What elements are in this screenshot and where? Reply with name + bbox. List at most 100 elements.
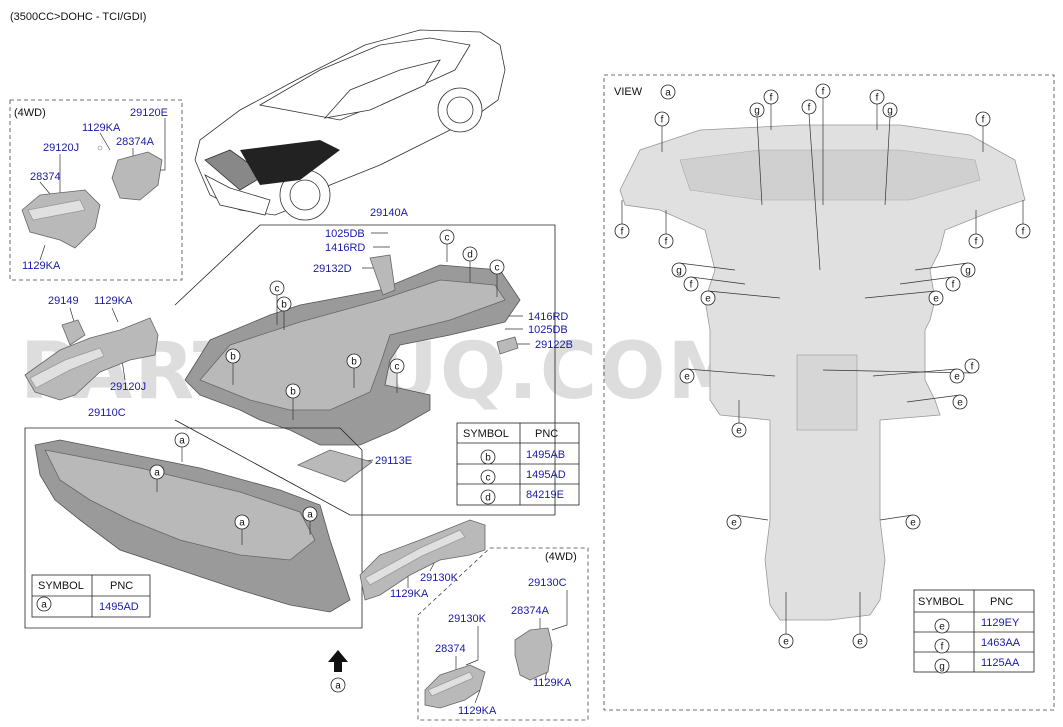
view-table-header-symbol: SYMBOL [918, 596, 964, 608]
label-29113E: 29113E [375, 455, 412, 467]
symbol-callout-f: f [945, 276, 961, 292]
label-28374A: 28374A [116, 136, 155, 148]
label-29110C: 29110C [88, 407, 126, 419]
symbol-callout-a: a [302, 506, 318, 522]
symbol-callout-e: e [928, 290, 944, 306]
label-28374-top: 28374 [30, 171, 61, 183]
symbol-callout-e: e [731, 422, 747, 438]
svg-text:f: f [1022, 227, 1025, 238]
label-1025DB-b: 1025DB [528, 324, 568, 336]
front-table-header-symbol: SYMBOL [38, 580, 84, 592]
symbol-callout-e: e [726, 514, 742, 530]
symbol-callout-g: g [934, 658, 950, 674]
callout-leader-e [872, 368, 958, 377]
view-table-pnc-e: 1129EY [981, 617, 1020, 629]
symbol-callout-f: f [1015, 223, 1031, 239]
symbol-callout-f: f [614, 223, 630, 239]
svg-text:e: e [731, 518, 737, 529]
symbol-callout-e: e [949, 368, 965, 384]
box-4wd-top-caption: (4WD) [14, 107, 46, 119]
svg-text:f: f [952, 280, 955, 291]
svg-text:e: e [736, 426, 742, 437]
callout-leader-g [756, 116, 763, 206]
svg-text:f: f [876, 93, 879, 104]
svg-text:d: d [467, 250, 473, 261]
view-arrow [328, 650, 348, 672]
main-table-header-symbol: SYMBOL [463, 428, 509, 440]
symbol-callout-d: d [480, 489, 496, 505]
label-1129KA-bottom: 1129KA [22, 260, 61, 272]
view-a-panel: VIEW SYMBOL PNC 1129EY 1463AA 1125AA [603, 74, 1055, 711]
svg-text:e: e [957, 398, 963, 409]
side-group: 29130K 1129KA [359, 519, 486, 601]
symbol-callout-f: f [934, 638, 950, 654]
svg-text:a: a [665, 88, 671, 99]
label-29149: 29149 [48, 295, 79, 307]
symbol-callout-g: g [749, 102, 765, 118]
symbol-callout-c: c [480, 469, 496, 485]
view-table: SYMBOL PNC 1129EY 1463AA 1125AA [913, 589, 1035, 673]
symbol-callout-f: f [763, 89, 779, 105]
svg-text:f: f [975, 237, 978, 248]
label-28374A-bottom: 28374A [511, 605, 550, 617]
symbol-callout-f: f [975, 111, 991, 127]
label-28374-bottom: 28374 [435, 643, 466, 655]
label-29120J-left: 29120J [110, 381, 146, 393]
svg-text:a: a [179, 436, 185, 447]
svg-text:e: e [933, 294, 939, 305]
svg-text:c: c [486, 473, 491, 484]
label-1416RD-b: 1416RD [528, 311, 568, 323]
view-table-pnc-f: 1463AA [981, 637, 1021, 649]
label-29122B: 29122B [535, 339, 573, 351]
symbol-callout-a: a [330, 677, 346, 693]
label-1129KA-bottom-right: 1129KA [533, 677, 572, 689]
symbol-callout-f: f [968, 233, 984, 249]
symbol-callout-g: g [882, 102, 898, 118]
callout-leader-e [733, 514, 769, 521]
svg-text:d: d [485, 493, 491, 504]
svg-text:a: a [154, 468, 160, 479]
label-1129KA-bottom-left: 1129KA [458, 705, 497, 717]
symbol-callout-e: e [852, 633, 868, 649]
symbol-callout-g: g [960, 262, 976, 278]
front-table-pnc-a: 1495AD [99, 601, 139, 613]
symbol-callout-f: f [683, 276, 699, 292]
symbol-callout-a: a [174, 432, 190, 448]
svg-text:e: e [910, 518, 916, 529]
label-1129KA-left: 1129KA [94, 295, 133, 307]
symbol-callout-c: c [439, 229, 455, 245]
svg-text:g: g [754, 106, 760, 117]
callout-leader-e [707, 290, 781, 299]
symbol-callout-e: e [934, 618, 950, 634]
svg-text:b: b [230, 352, 236, 363]
symbol-callout-b: b [276, 296, 292, 312]
engine-caption: (3500CC>DOHC - TCI/GDI) [10, 11, 146, 23]
symbol-callout-f: f [654, 111, 670, 127]
box-4wd-top: (4WD) 29120E 1129KA 28374A 29120J 28374 … [9, 99, 183, 281]
callout-leader-g [884, 116, 891, 206]
symbol-callout-e: e [778, 633, 794, 649]
symbol-callout-f: f [869, 89, 885, 105]
svg-text:f: f [941, 642, 944, 653]
svg-text:a: a [239, 518, 245, 529]
symbol-callout-b: b [225, 348, 241, 364]
symbol-callout-f: f [658, 233, 674, 249]
svg-text:f: f [621, 227, 624, 238]
car-illustration [194, 29, 506, 221]
view-title: VIEW [614, 86, 643, 98]
symbol-callout-f: f [815, 83, 831, 99]
svg-text:c: c [495, 263, 500, 274]
symbol-callout-e: e [952, 394, 968, 410]
svg-text:f: f [822, 87, 825, 98]
symbol-callout-c: c [269, 280, 285, 296]
label-29120J-top: 29120J [43, 142, 79, 154]
svg-text:g: g [887, 106, 893, 117]
svg-text:c: c [275, 284, 280, 295]
box-4wd-bottom-caption: (4WD) [545, 551, 577, 563]
symbol-callout-c: c [489, 259, 505, 275]
symbol-callout-a: a [234, 514, 250, 530]
symbol-callout-d: d [462, 246, 478, 262]
symbol-callout-a: a [660, 84, 676, 100]
callout-leader-f [690, 276, 746, 285]
